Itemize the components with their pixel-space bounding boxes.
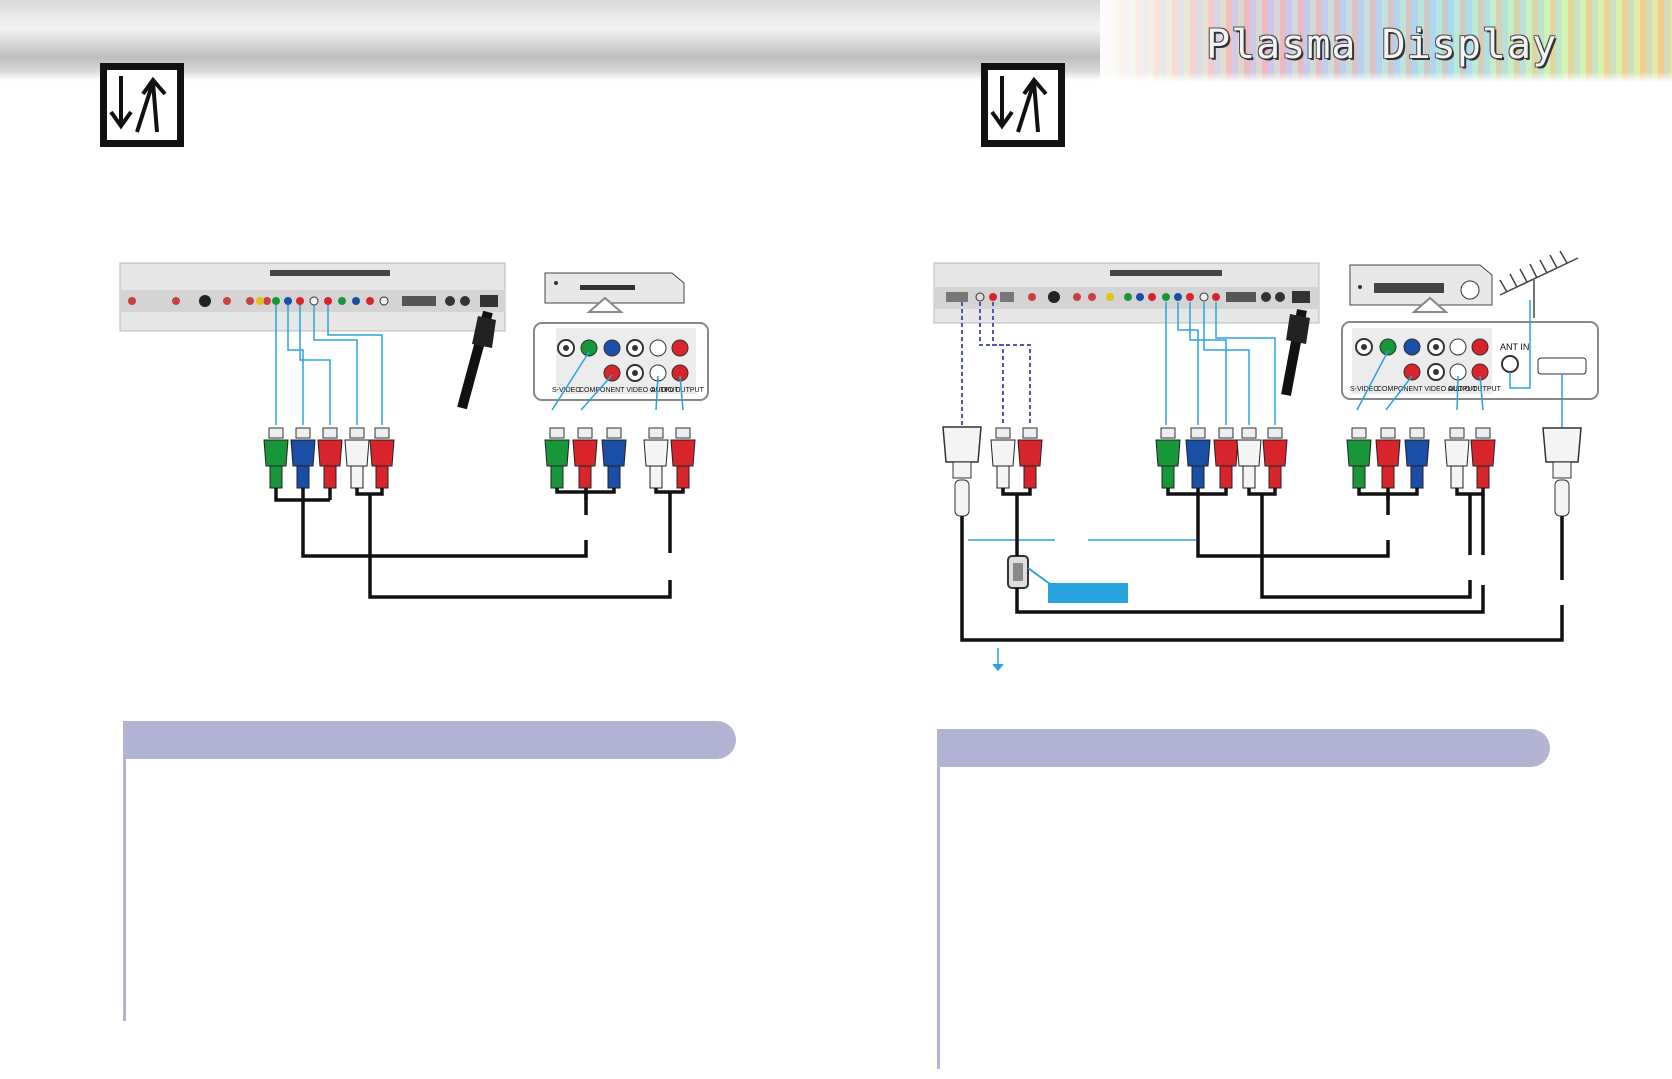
right-tv-panel bbox=[933, 262, 1320, 324]
right-note-header bbox=[937, 729, 1550, 767]
ferrite-core-icon bbox=[1007, 555, 1029, 589]
component-out-label: COMPONENT VIDEO OUTPUT bbox=[579, 387, 680, 394]
left-note-header bbox=[123, 721, 736, 759]
left-note-box bbox=[123, 721, 736, 1021]
dvi-connector-right bbox=[1542, 427, 1582, 517]
connection-arrows-icon bbox=[100, 63, 184, 147]
antenna-icon bbox=[1499, 250, 1579, 318]
ant-in-label: ANT IN bbox=[1500, 342, 1529, 352]
right-note-box bbox=[937, 729, 1550, 1069]
page-header-title: Plasma Display bbox=[1206, 22, 1558, 68]
audio-out-label: AUDIO OUTPUT bbox=[1448, 386, 1502, 393]
left-tv-panel bbox=[119, 262, 506, 332]
audio-out-label: AUDIO OUTPUT bbox=[651, 387, 705, 394]
right-vcr bbox=[1349, 264, 1493, 306]
dvi-connector-left bbox=[942, 426, 982, 517]
svideo-label: S-VIDEO bbox=[1350, 386, 1379, 393]
connection-arrows-icon bbox=[981, 63, 1065, 147]
callout-box bbox=[1048, 583, 1128, 603]
svideo-label: S-VIDEO bbox=[552, 387, 581, 394]
header-bar: Plasma Display bbox=[0, 0, 1672, 82]
header-circuit-art bbox=[1100, 0, 1672, 82]
left-dvd-player: S-VIDEO COMPONENT VIDEO OUTPUT AUDIO OUT… bbox=[533, 272, 709, 401]
component-out-label: COMPONENT VIDEO OUTPUT bbox=[1377, 386, 1478, 393]
